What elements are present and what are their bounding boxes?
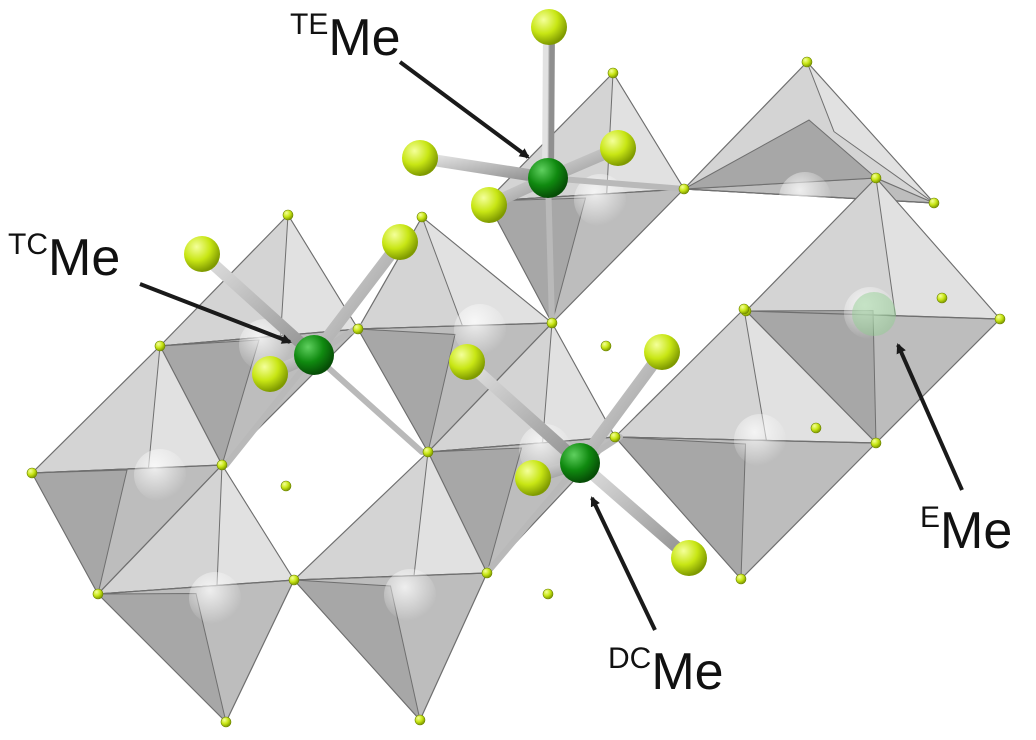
ligand-vertex bbox=[870, 437, 882, 449]
ligand-sphere bbox=[671, 540, 707, 576]
atoms-layer bbox=[26, 9, 1006, 728]
ligand-vertex bbox=[216, 459, 228, 471]
octahedron-center-atom bbox=[134, 449, 186, 501]
ligand-vertex bbox=[607, 67, 619, 79]
ligand-vertex bbox=[422, 446, 434, 458]
bond bbox=[461, 356, 586, 469]
metal-atom bbox=[294, 335, 334, 375]
bond bbox=[311, 352, 425, 455]
ligand-vertex bbox=[936, 292, 948, 304]
ligand-sphere bbox=[600, 130, 636, 166]
ligand-sphere bbox=[382, 224, 418, 260]
octahedron-edge bbox=[31, 464, 223, 474]
label-tc-me: TCMe bbox=[8, 228, 121, 287]
octahedron-center-atom bbox=[779, 172, 831, 224]
ligand-vertex bbox=[600, 340, 612, 352]
octahedra-layer bbox=[30, 61, 1002, 724]
octahedron-face bbox=[806, 61, 935, 204]
metal-atom bbox=[560, 443, 600, 483]
ligand-vertex bbox=[416, 211, 428, 223]
ligand-vertex bbox=[288, 574, 300, 586]
ligand-vertex bbox=[154, 340, 166, 352]
ligand-sphere bbox=[252, 356, 288, 392]
octahedron-face bbox=[292, 579, 421, 722]
octahedron-center-atom bbox=[454, 304, 506, 356]
octahedron bbox=[96, 463, 296, 724]
bond bbox=[308, 236, 406, 361]
ligand-vertex bbox=[414, 714, 426, 726]
ligand-vertex bbox=[994, 313, 1006, 325]
arrow-e bbox=[896, 343, 964, 491]
octahedron-center-atom bbox=[189, 572, 241, 624]
octahedron-edge bbox=[293, 572, 488, 581]
bond bbox=[414, 152, 554, 184]
ligand-sphere bbox=[184, 236, 220, 272]
octahedron-center-atom bbox=[384, 569, 436, 621]
ligand-vertex bbox=[481, 567, 493, 579]
ligand-sphere bbox=[515, 460, 551, 496]
ligand-vertex bbox=[609, 431, 621, 443]
ligand-vertex bbox=[546, 317, 558, 329]
ligand-sphere bbox=[402, 140, 438, 176]
octahedron-face bbox=[683, 119, 878, 190]
bond bbox=[545, 175, 555, 326]
ligand-vertex bbox=[735, 573, 747, 585]
ligand-sphere bbox=[531, 9, 567, 45]
arrow-tc bbox=[139, 282, 292, 344]
octahedron-face bbox=[613, 436, 747, 581]
metal-atom-e-site bbox=[852, 292, 896, 336]
label-dc-me: DCMe bbox=[608, 642, 724, 701]
metal-atom bbox=[528, 158, 568, 198]
label-te-me: TEMe bbox=[290, 8, 401, 67]
ligand-vertex bbox=[928, 197, 940, 209]
ligand-sphere bbox=[449, 344, 485, 380]
ligand-vertex bbox=[738, 303, 750, 315]
ligand-vertex bbox=[92, 588, 104, 600]
octahedron-center-atom bbox=[844, 287, 896, 339]
octahedron bbox=[682, 61, 936, 224]
bond bbox=[223, 352, 317, 468]
bond bbox=[574, 457, 695, 564]
octahedron bbox=[30, 344, 224, 596]
ligand-vertex bbox=[801, 56, 813, 68]
bond bbox=[484, 460, 583, 576]
octahedron bbox=[613, 307, 878, 581]
ligand-vertex bbox=[26, 467, 38, 479]
ligand-vertex bbox=[280, 480, 292, 492]
ligand-vertex bbox=[282, 209, 294, 221]
ligand-vertex bbox=[352, 323, 364, 335]
ligand-sphere bbox=[471, 187, 507, 223]
octahedron-face bbox=[357, 328, 456, 454]
ligand-vertex bbox=[678, 183, 690, 195]
ligand-vertex bbox=[220, 716, 232, 728]
octahedron bbox=[292, 450, 488, 722]
ligand-vertex bbox=[870, 172, 882, 184]
bond bbox=[542, 21, 555, 184]
ligand-vertex bbox=[542, 588, 554, 600]
octahedron-center-atom bbox=[734, 414, 786, 466]
arrow-te bbox=[398, 60, 530, 159]
bond bbox=[574, 346, 668, 469]
octahedron-center-atom bbox=[574, 174, 626, 226]
octahedron-face bbox=[486, 197, 587, 325]
ligand-sphere bbox=[644, 334, 680, 370]
ligand-vertex bbox=[810, 422, 822, 434]
bond bbox=[196, 248, 320, 361]
label-e-me: EMe bbox=[920, 501, 1013, 560]
arrow-dc bbox=[590, 496, 657, 631]
bond bbox=[545, 175, 687, 192]
octahedron-face bbox=[96, 592, 227, 724]
